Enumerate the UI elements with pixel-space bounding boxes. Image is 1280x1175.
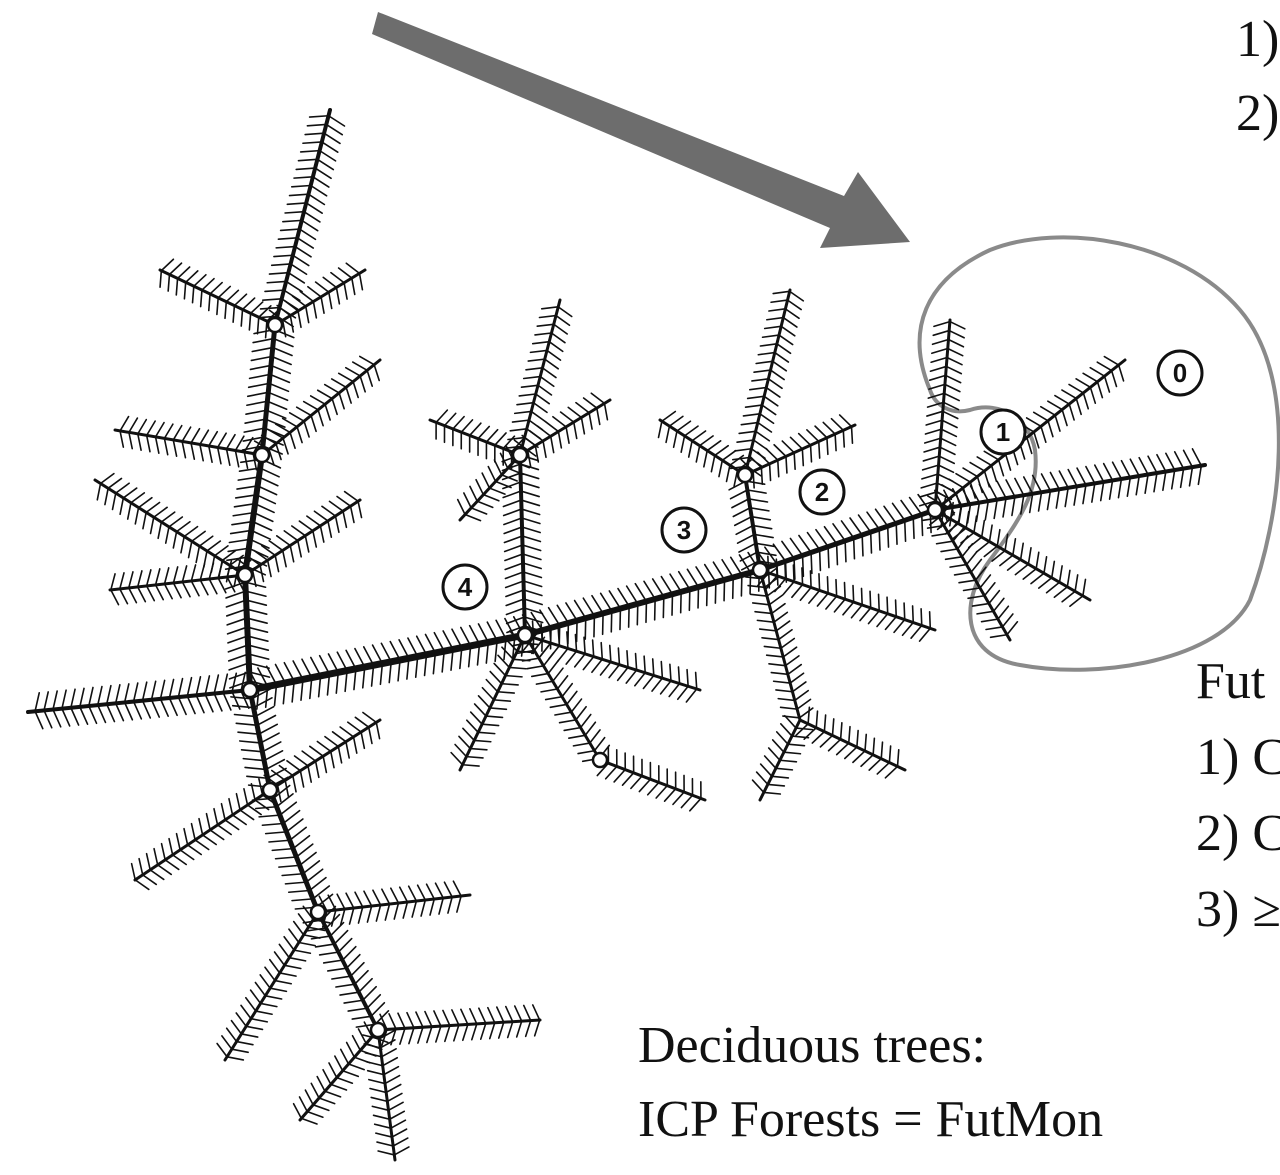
whorl-label-4: 4 (443, 565, 487, 609)
top-list-item-2: 2) (1236, 86, 1279, 142)
futmon-item-1: 1) C (1196, 730, 1280, 786)
futmon-item-2: 2) C (1196, 806, 1280, 862)
caption-line-2: ICP Forests = FutMon (638, 1092, 1103, 1148)
whorl-label-4-text: 4 (458, 572, 473, 602)
pointer-arrow (372, 12, 910, 248)
whorl-nodes (238, 318, 942, 1037)
whorl-label-0-text: 0 (1173, 358, 1187, 388)
futmon-heading: Fut (1196, 654, 1265, 710)
whorl-label-3: 3 (662, 508, 706, 552)
whorl-label-0: 0 (1158, 351, 1202, 395)
caption-line-1: Deciduous trees: (638, 1018, 986, 1074)
top-list-item-1: 1) (1236, 12, 1279, 68)
branch-skeleton (28, 110, 1205, 1160)
whorl-label-2-text: 2 (815, 477, 829, 507)
futmon-item-3: 3) ≥ (1196, 882, 1280, 938)
whorl-label-2: 2 (800, 470, 844, 514)
whorl-label-3-text: 3 (677, 515, 691, 545)
whorl-label-1: 1 (981, 410, 1025, 454)
current-year-outline (920, 237, 1279, 669)
whorl-label-1-text: 1 (996, 417, 1010, 447)
